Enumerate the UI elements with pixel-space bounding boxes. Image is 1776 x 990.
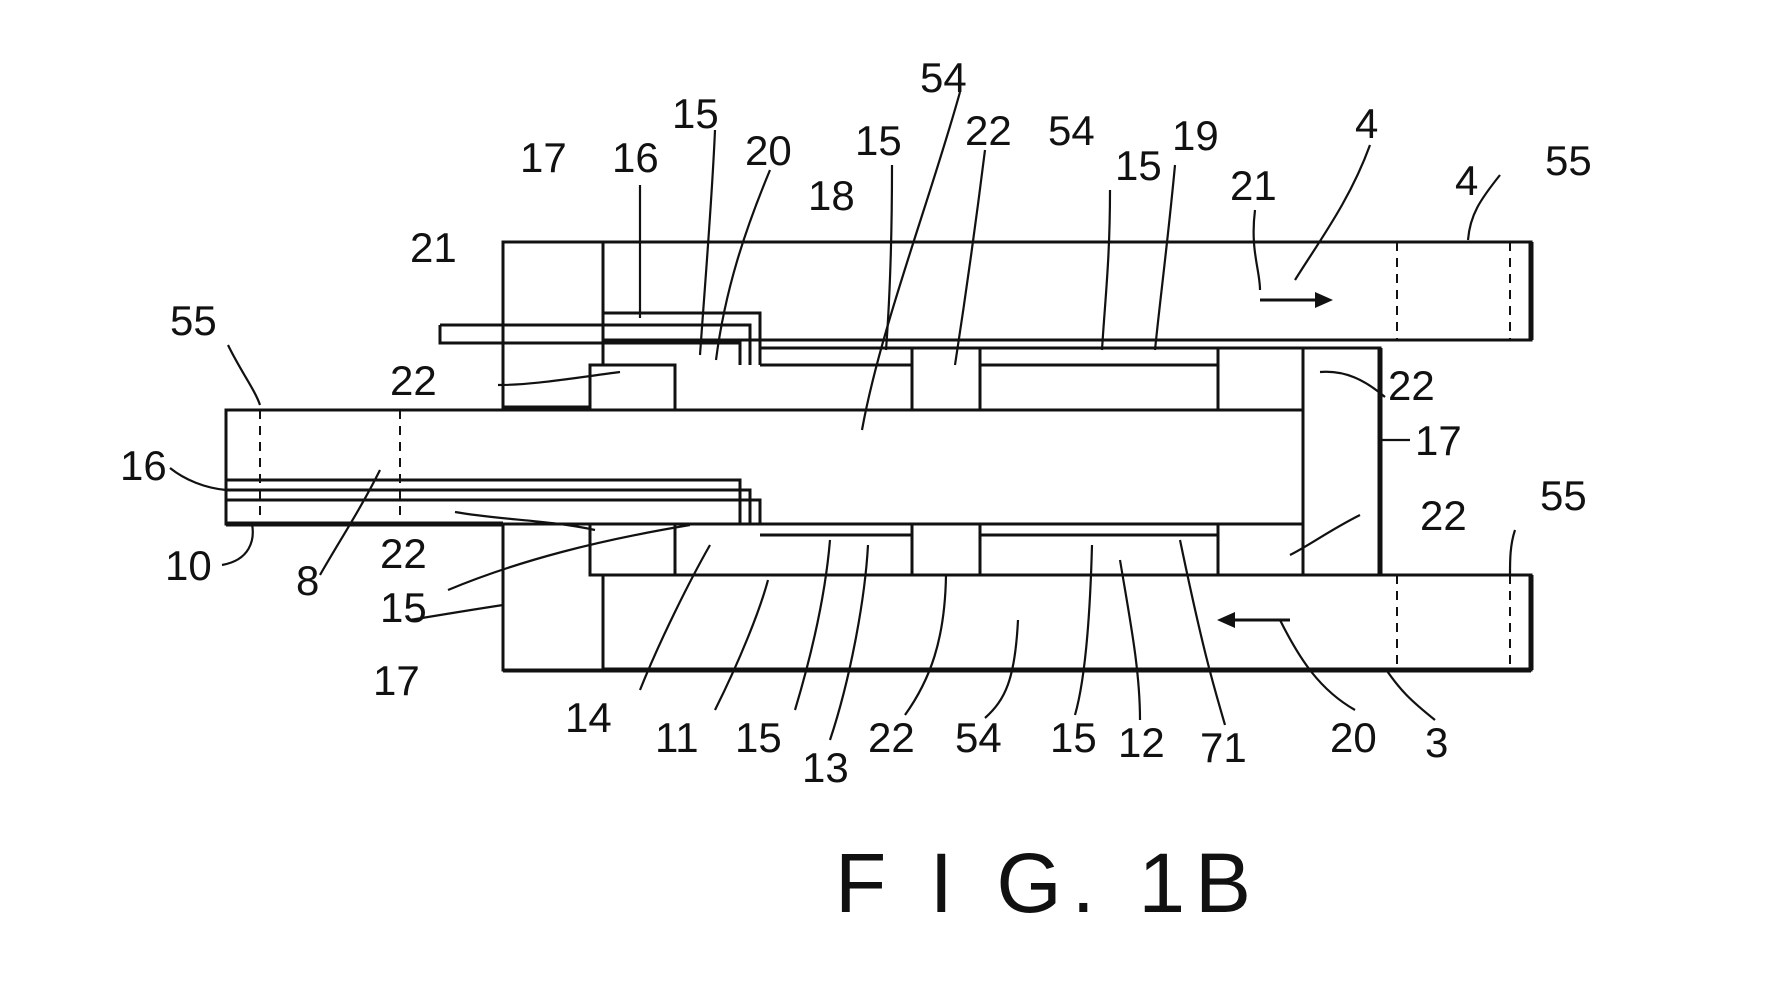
figure-caption: F I G. 1B: [835, 836, 1261, 930]
label-17-a: 17: [520, 134, 567, 181]
label-54-c: 54: [955, 714, 1002, 761]
label-17-b: 17: [1415, 417, 1462, 464]
label-17-c: 17: [373, 657, 420, 704]
label-22-f: 22: [868, 714, 915, 761]
label-15-b: 15: [855, 117, 902, 164]
label-15-c: 15: [1115, 142, 1162, 189]
label-22-e: 22: [380, 530, 427, 577]
label-12: 12: [1118, 719, 1165, 766]
label-55-b: 55: [170, 297, 217, 344]
label-15-f: 15: [1050, 714, 1097, 761]
label-21-b: 21: [410, 224, 457, 271]
label-71: 71: [1200, 724, 1247, 771]
label-10: 10: [165, 542, 212, 589]
label-8: 8: [296, 557, 319, 604]
label-15-e: 15: [735, 714, 782, 761]
central-tube: [226, 410, 1303, 524]
label-15-a: 15: [672, 90, 719, 137]
label-22-a: 22: [965, 107, 1012, 154]
label-11: 11: [655, 714, 699, 761]
label-22-d: 22: [1420, 492, 1467, 539]
spacer-22-lower-middle: [912, 524, 980, 575]
label-14: 14: [565, 694, 612, 741]
label-18: 18: [808, 172, 855, 219]
label-16-a: 16: [612, 134, 659, 181]
spacer-22-lower-left: [590, 524, 675, 575]
label-22-c: 22: [1388, 362, 1435, 409]
spacer-22-upper-right: [1218, 348, 1303, 410]
label-20-b: 20: [1330, 714, 1377, 761]
spacer-22-lower-right: [1218, 524, 1303, 575]
label-4-b: 4: [1455, 157, 1478, 204]
label-54-b: 54: [1048, 107, 1095, 154]
label-13: 13: [802, 744, 849, 791]
label-55-a: 55: [1545, 137, 1592, 184]
label-21-a: 21: [1230, 162, 1277, 209]
label-55-c: 55: [1540, 472, 1587, 519]
spacer-22-upper-left: [590, 365, 675, 410]
label-4-a: 4: [1355, 100, 1378, 147]
label-19: 19: [1172, 112, 1219, 159]
lower-inner-wall: [760, 524, 1218, 535]
label-20-a: 20: [745, 127, 792, 174]
label-22-b: 22: [390, 357, 437, 404]
spacer-22-upper-middle: [912, 348, 980, 410]
label-16-b: 16: [120, 442, 167, 489]
label-3: 3: [1425, 719, 1448, 766]
label-54-top: 54: [920, 54, 967, 101]
label-15-d: 15: [380, 584, 427, 631]
